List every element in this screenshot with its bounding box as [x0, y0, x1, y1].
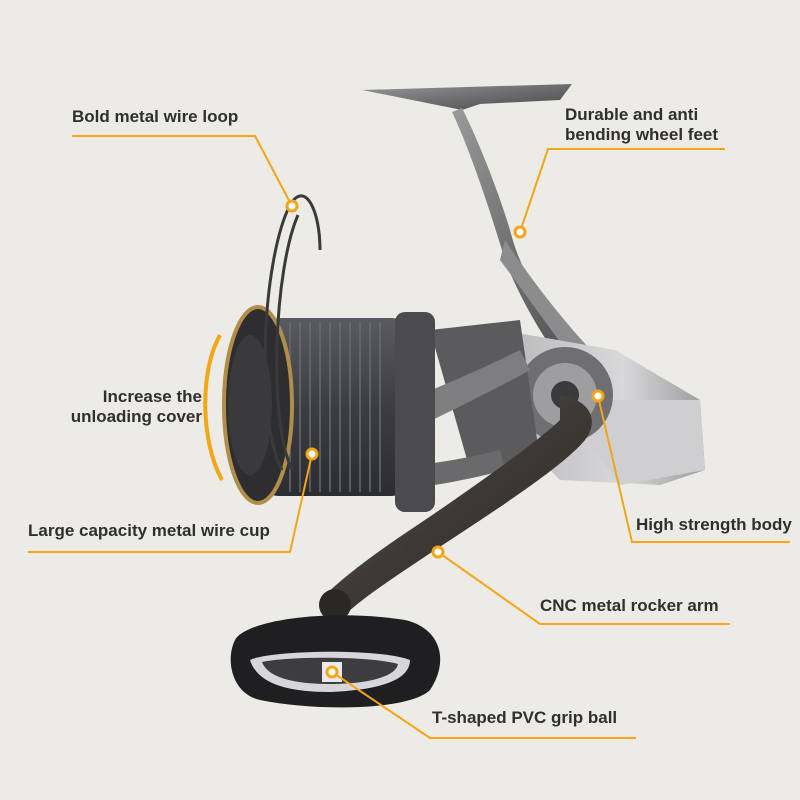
callout-unloading-cover-line1: Increase the: [102, 387, 202, 406]
marker-wheel-feet: [513, 225, 527, 239]
leader-grip-ball: [331, 671, 636, 739]
callout-unloading-cover-line2: unloading cover: [70, 407, 202, 426]
spool: [222, 305, 435, 512]
leader-unloading-cover: [203, 334, 224, 481]
callout-body-text: High strength body: [636, 515, 792, 534]
marker-grip-ball: [325, 665, 339, 679]
leader-rocker-arm: [437, 551, 730, 625]
marker-wire-cup: [305, 447, 319, 461]
callout-wheel-feet-line2: bending wheel feet: [565, 125, 719, 144]
callout-rocker-arm: CNC metal rocker arm: [540, 596, 719, 616]
leader-body: [597, 395, 790, 543]
callout-wire-loop-text: Bold metal wire loop: [72, 107, 239, 126]
bail-wire: [263, 194, 322, 471]
marker-body: [591, 389, 605, 403]
marker-rocker-arm: [431, 545, 445, 559]
leader-wheel-feet: [519, 148, 725, 233]
grip-knob: [230, 615, 441, 708]
callout-wheel-feet-line1: Durable and anti: [565, 105, 699, 124]
callout-wheel-feet: Durable and anti bending wheel feet: [565, 105, 718, 145]
crank-arm: [319, 395, 592, 621]
leader-wire-cup: [28, 453, 313, 553]
callout-wire-loop: Bold metal wire loop: [72, 107, 238, 127]
callout-body: High strength body: [636, 515, 792, 535]
callout-grip-ball: T-shaped PVC grip ball: [432, 708, 617, 728]
leader-wire-loop: [72, 135, 293, 207]
callout-grip-ball-text: T-shaped PVC grip ball: [432, 708, 618, 727]
callout-wire-cup: Large capacity metal wire cup: [28, 521, 270, 541]
callout-unloading-cover: Increase the unloading cover: [60, 387, 202, 427]
callout-wire-cup-text: Large capacity metal wire cup: [28, 521, 270, 540]
callout-rocker-arm-text: CNC metal rocker arm: [540, 596, 719, 615]
marker-wire-loop: [285, 199, 299, 213]
